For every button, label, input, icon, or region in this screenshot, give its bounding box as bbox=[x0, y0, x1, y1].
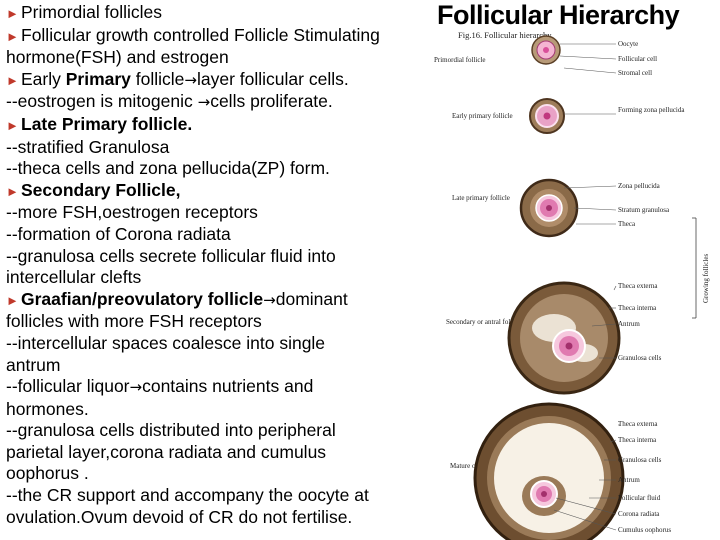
label-theca-interna-2: Theca interna bbox=[618, 436, 657, 444]
label-corona-radiata: Corona radiata bbox=[618, 510, 660, 518]
growing-follicles-bracket: Growing follicles bbox=[692, 217, 710, 319]
label-oocyte: Oocyte bbox=[618, 40, 638, 48]
line-clefts: intercellular clefts bbox=[6, 267, 142, 288]
line-oophorus: oophorus . bbox=[6, 463, 89, 484]
line-parietal: parietal layer,corona radiata and cumulu… bbox=[6, 441, 327, 462]
label-follicular-fluid: Follicular fluid bbox=[618, 494, 661, 502]
line-hormone: hormone(FSH) and estrogen bbox=[6, 47, 229, 68]
label-stromal-cell: Stromal cell bbox=[618, 69, 652, 77]
label-zona-pellucida: Zona pellucida bbox=[618, 182, 661, 190]
line-early-primary: ►Early Primary follicle→layer follicular… bbox=[6, 69, 446, 92]
stage-label-late-primary: Late primary follicle bbox=[452, 194, 510, 202]
label-follicular-cell: Follicular cell bbox=[618, 55, 657, 63]
bullet-icon: ► bbox=[6, 183, 19, 199]
label-theca-interna: Theca interna bbox=[618, 304, 657, 312]
line-corona: --formation of Corona radiata bbox=[6, 223, 231, 244]
line-antrum: antrum bbox=[6, 354, 61, 375]
label-stratum-granulosa: Stratum granulosa bbox=[618, 206, 670, 214]
label-forming-zona: Forming zona pellucida bbox=[618, 106, 685, 114]
leader-lines bbox=[553, 43, 620, 531]
line-growth: ►Follicular growth controlled Follicle S… bbox=[6, 25, 446, 48]
label-granulosa-cells: Granulosa cells bbox=[618, 354, 662, 362]
line-late-primary: ►Late Primary follicle. bbox=[6, 114, 446, 137]
label-theca-externa: Theca externa bbox=[618, 282, 658, 290]
graafian-follicle bbox=[473, 402, 625, 540]
primordial-follicle bbox=[531, 35, 561, 65]
label-theca-externa-2: Theca externa bbox=[618, 420, 658, 428]
arrow-icon: → bbox=[184, 70, 197, 89]
secondary-follicle bbox=[507, 281, 621, 395]
line-primordial: ►Primordial follicles bbox=[6, 2, 446, 25]
line-cr-support: --the CR support and accompany the oocyt… bbox=[6, 485, 369, 506]
stage-label-early-primary: Early primary follicle bbox=[452, 112, 513, 120]
label-granulosa-cells-2: Granulosa cells bbox=[618, 456, 662, 464]
line-granulosa-fluid: --granulosa cells secrete follicular flu… bbox=[6, 245, 336, 266]
follicle-figure: Fig.16. Follicular hierarchy Primordial … bbox=[434, 30, 710, 540]
slide-title: Follicular Hierarchy bbox=[437, 0, 680, 30]
structure-labels: Oocyte Follicular cell Stromal cell Form… bbox=[618, 40, 685, 534]
stage-label-secondary: Secondary or antral follicle bbox=[446, 318, 522, 326]
early-primary-follicle bbox=[529, 98, 565, 134]
line-coalesce: --intercellular spaces coalesce into sin… bbox=[6, 332, 326, 353]
line-hormones: hormones. bbox=[6, 398, 89, 419]
arrow-icon: → bbox=[197, 93, 211, 112]
line-graafian: ►Graafian/preovulatory follicle→dominant bbox=[6, 289, 446, 312]
stage-label-primordial: Primordial follicle bbox=[434, 56, 486, 64]
line-dominant: follicles with more FSH receptors bbox=[6, 311, 262, 332]
figure-caption: Fig.16. Follicular hierarchy bbox=[458, 30, 552, 40]
line-granulosa-distrib: --granulosa cells distributed into perip… bbox=[6, 420, 336, 441]
bullet-icon: ► bbox=[6, 117, 19, 133]
bullet-icon: ► bbox=[6, 292, 19, 308]
arrow-icon: → bbox=[263, 290, 276, 309]
line-secondary: ►Secondary Follicle, bbox=[6, 180, 446, 203]
line-fsh-receptors: --more FSH,oestrogen receptors bbox=[6, 202, 258, 223]
late-primary-follicle bbox=[519, 178, 579, 238]
line-stratified: --stratified Granulosa bbox=[6, 136, 170, 157]
bullet-icon: ► bbox=[6, 6, 19, 21]
line-theca-zp: --theca cells and zona pellucida(ZP) for… bbox=[6, 158, 330, 179]
bullet-icon: ► bbox=[6, 28, 19, 44]
label-growing-follicles: Growing follicles bbox=[702, 254, 710, 303]
line-liquor: --follicular liquor→contains nutrients a… bbox=[6, 376, 446, 399]
label-antrum: Antrum bbox=[618, 320, 640, 328]
slide-body: ►Primordial follicles ►Follicular growth… bbox=[6, 2, 446, 528]
bullet-icon: ► bbox=[6, 72, 19, 88]
label-theca: Theca bbox=[618, 220, 636, 228]
line-mitogenic: --eostrogen is mitogenic →cells prolifer… bbox=[6, 91, 446, 114]
label-cumulus-oophorus: Cumulus oophorus bbox=[618, 526, 671, 534]
label-antrum-2: Antrum bbox=[618, 476, 640, 484]
arrow-icon: → bbox=[129, 378, 143, 397]
line-ovulation: ovulation.Ovum devoid of CR do not ferti… bbox=[6, 506, 353, 527]
